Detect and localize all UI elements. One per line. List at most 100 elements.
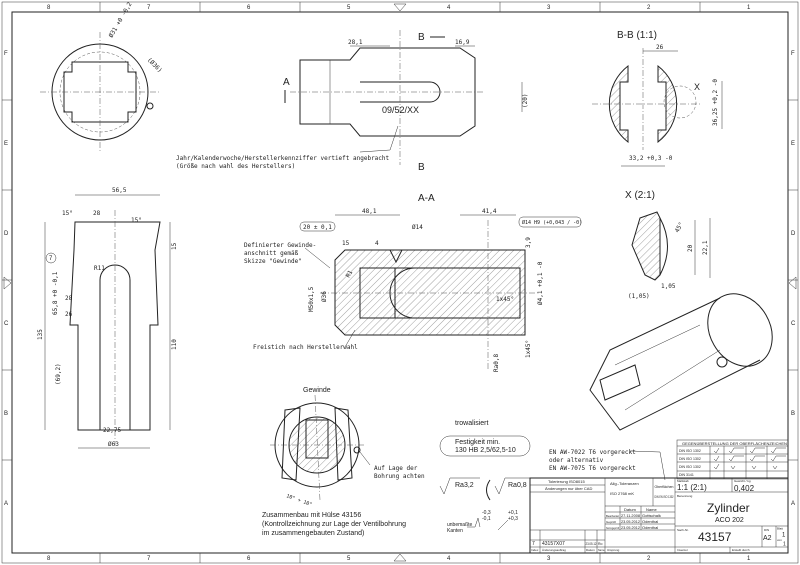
tb-label: Inventor xyxy=(677,548,688,552)
zone-col: 3 xyxy=(547,5,551,11)
dim-text: 56,5 xyxy=(112,187,127,194)
zone-col: 6 xyxy=(247,5,251,11)
dim-text: Ø36 xyxy=(321,291,328,302)
sheet-count: 1 xyxy=(783,542,786,548)
zone-col: 4 xyxy=(447,556,451,562)
zone-row: A xyxy=(791,501,795,507)
dim-text: 48,1 xyxy=(362,208,377,215)
surface-symbol: Ra3,2 xyxy=(455,482,474,489)
zone-row: C xyxy=(791,321,796,327)
tb-label: Änderungen nur über CAD xyxy=(545,486,592,491)
cut-label: A xyxy=(283,77,290,88)
dim-text: (Ø36) xyxy=(146,56,164,74)
dim-text: 28 xyxy=(93,210,101,217)
table-cell: DIN ISO 1302 xyxy=(679,457,701,461)
tb-value: 27.11.2008 xyxy=(621,513,641,518)
zone-col: 6 xyxy=(247,556,251,562)
dim-text: (20) xyxy=(522,94,529,108)
general-notes: trowalisiert Festigkeit min. 130 HB 2,5/… xyxy=(439,420,666,534)
note: +0,3 xyxy=(508,516,518,522)
zone-row: F xyxy=(4,51,8,57)
dim-text: 20 xyxy=(687,244,694,252)
dim-text: 10° + 10° xyxy=(285,493,313,508)
zone-labels: 8 7 6 5 4 3 2 1 8 7 6 5 4 3 2 1 F E D C … xyxy=(4,5,796,562)
zone-row: A xyxy=(4,501,8,507)
surface-table: GEGENÜBERSTELLUNG DER OBERFLÄCHENZEICHEN… xyxy=(676,439,789,480)
table-cell: DIN 3141 xyxy=(679,473,694,477)
zone-col: 7 xyxy=(147,556,151,562)
note: anschnitt gemäß xyxy=(244,250,299,257)
note: 130 HB 2,5/62,5-10 xyxy=(455,447,516,454)
paper-format: A2 xyxy=(763,535,772,542)
zone-col: 8 xyxy=(47,556,51,562)
tb-value: DIN EN ISO 1302 xyxy=(655,495,674,499)
dim-text: 1,05 xyxy=(661,283,676,290)
dim-text: Ø14 H9 (+0,043 / -0) xyxy=(522,219,582,226)
dim-text: R1 xyxy=(345,269,355,279)
dim-text: 15 xyxy=(342,240,350,247)
note: unbemaßte xyxy=(447,522,473,528)
tb-label: Datum xyxy=(624,507,636,512)
note: Bohrung achten xyxy=(374,473,425,480)
balloon: 7 xyxy=(49,256,53,262)
section-bb: B-B (1:1) X 26 36,25 +0,2 -0 33,2 +0,3 -… xyxy=(592,30,723,167)
zone-col: 1 xyxy=(747,556,751,562)
dim-text: 36,25 +0,2 -0 xyxy=(712,79,719,126)
dim-text: 16,9 xyxy=(455,39,470,46)
view-title: B-B (1:1) xyxy=(617,30,657,41)
dim-text: 15° xyxy=(62,210,73,217)
dim-text: (1,05) xyxy=(628,293,650,300)
cut-label: B xyxy=(418,32,425,43)
tb-label: Name xyxy=(646,507,657,512)
tb-value: Gottschalk xyxy=(642,513,661,518)
cut-label: B xyxy=(418,162,425,173)
dim-text: 22,1 xyxy=(702,240,709,255)
isometric-view xyxy=(589,293,773,431)
tb-label: Blatt xyxy=(777,527,783,531)
revision-order: 43157X07 xyxy=(542,541,565,547)
dim-text: 1x45° xyxy=(525,340,532,358)
dim-text: 3,9 xyxy=(525,237,532,248)
zone-col: 8 xyxy=(47,5,51,11)
tb-label: von xyxy=(777,538,782,542)
zone-col: 3 xyxy=(547,556,551,562)
detail-marker: X xyxy=(694,82,700,92)
dim-text: R11 xyxy=(94,265,105,272)
note: (Größe nach wahl des Herstellers) xyxy=(176,163,295,170)
dim-text: Ø14 xyxy=(412,224,423,231)
tb-label: Normgeprüft xyxy=(606,526,619,530)
tb-label: Ursprung xyxy=(607,548,620,552)
caption: (Kontrollzeichnung zur Lage der Ventilbo… xyxy=(262,521,406,528)
zone-row: D xyxy=(4,231,9,237)
tb-value: Odenthal xyxy=(642,519,658,524)
note: trowalisiert xyxy=(455,420,489,427)
tb-label: Index xyxy=(531,548,539,552)
part-number: 43157 xyxy=(698,530,732,544)
dim-text: 135 xyxy=(37,329,44,340)
dim-text: (69,2) xyxy=(55,363,62,385)
dim-text: Ø4,1 +0,1 -0 xyxy=(537,261,544,305)
dim-text: 110 xyxy=(171,339,178,350)
tb-value: Odenthal xyxy=(642,525,658,530)
dim-text: 41,4 xyxy=(482,208,497,215)
caption: im zusammengebauten Zustand) xyxy=(262,530,364,537)
dim-text: 4 xyxy=(375,240,379,247)
zone-row: C xyxy=(4,321,9,327)
tb-label: DIN xyxy=(764,528,769,532)
dim-text: Ra0,8 xyxy=(493,354,500,372)
table-cell: DIN ISO 1302 xyxy=(679,465,701,469)
dim-text: 28,1 xyxy=(348,39,363,46)
tb-label: Geprüft xyxy=(606,520,616,524)
tb-scale: 1:1 (2:1) xyxy=(677,483,707,492)
view-title: X (2:1) xyxy=(625,190,655,201)
material-note: EN AW-7075 T6 vorgereckt xyxy=(549,465,636,472)
zone-col: 1 xyxy=(747,5,751,11)
zone-row: F xyxy=(791,51,795,57)
dim-text: 20 ± 0,1 xyxy=(303,224,332,231)
detail-x: X (2:1) 20 22,1 45° 1,05 (1,05) xyxy=(625,190,711,300)
table-title: GEGENÜBERSTELLUNG DER OBERFLÄCHENZEICHEN xyxy=(682,441,787,446)
note: Definierter Gewinde- xyxy=(244,242,316,249)
note: +0,1 xyxy=(508,510,518,516)
